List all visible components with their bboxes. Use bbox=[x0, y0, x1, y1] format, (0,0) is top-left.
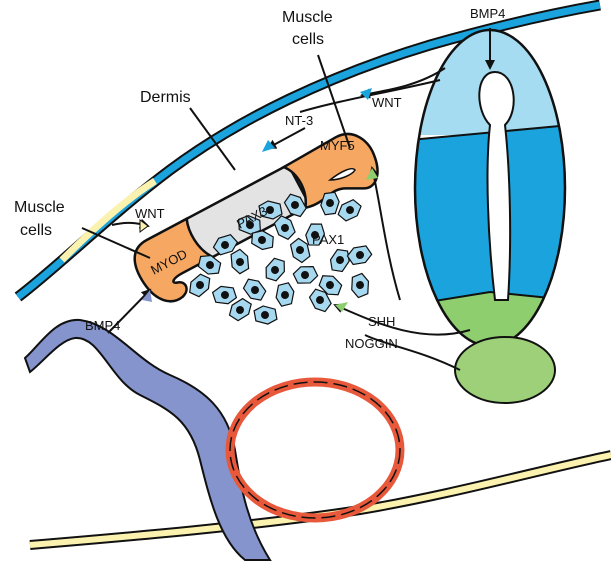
label-dermis: Dermis bbox=[140, 89, 191, 106]
label-muscle-cells-left-2: cells bbox=[20, 222, 52, 239]
label-shh: SHH bbox=[368, 314, 395, 329]
sclerotome-cell bbox=[258, 200, 283, 220]
sclerotome-cell bbox=[251, 230, 274, 251]
sclerotome-cell bbox=[242, 278, 267, 301]
surface-ectoderm bbox=[14, 0, 601, 302]
sclerotome-cell bbox=[211, 285, 238, 305]
sclerotome-cell bbox=[197, 254, 222, 275]
neural-canal bbox=[478, 70, 515, 301]
sclerotome-cell bbox=[289, 237, 311, 264]
sclerotome-cell bbox=[337, 198, 362, 222]
sclerotome-cell bbox=[346, 245, 373, 266]
label-nt3: NT-3 bbox=[285, 113, 313, 128]
label-bmp4-top: BMP4 bbox=[470, 6, 505, 21]
sclerotome-cell bbox=[228, 297, 252, 322]
label-pax1: PAX1 bbox=[312, 232, 344, 247]
bottom-ectoderm-band bbox=[29, 450, 611, 550]
lateral-mesoderm bbox=[23, 318, 272, 561]
sclerotome-cell bbox=[283, 193, 307, 218]
label-muscle-cells-top-2: cells bbox=[292, 31, 324, 48]
label-wnt-left: WNT bbox=[135, 206, 165, 221]
notochord bbox=[454, 336, 556, 404]
sclerotome-cell bbox=[230, 248, 250, 275]
label-wnt-right: WNT bbox=[372, 95, 402, 110]
sclerotome-cell bbox=[238, 215, 261, 235]
aorta-twisted-ring bbox=[225, 377, 405, 523]
label-myf5: MYF5 bbox=[320, 138, 355, 153]
sclerotome-cell bbox=[320, 191, 340, 216]
sclerotome-cell bbox=[275, 282, 295, 307]
sclerotome-cell bbox=[292, 266, 319, 284]
label-bmp4-left: BMP4 bbox=[85, 318, 120, 333]
sclerotome-cell bbox=[308, 288, 332, 313]
label-muscle-cells-top-1: Muscle bbox=[282, 9, 333, 26]
myf5-region bbox=[280, 132, 379, 210]
sclerotome-cell bbox=[318, 275, 343, 296]
sclerotome-cell bbox=[212, 234, 239, 256]
label-noggin: NOGGIN bbox=[345, 336, 398, 351]
sclerotome-cell bbox=[265, 257, 285, 282]
sclerotome-cell bbox=[253, 305, 278, 325]
sclerotome-cells bbox=[189, 191, 373, 325]
sclerotome-cell bbox=[189, 273, 211, 298]
sclerotome-cell bbox=[329, 248, 350, 273]
label-muscle-cells-left-1: Muscle bbox=[14, 199, 65, 216]
sclerotome-cell bbox=[305, 223, 326, 246]
sclerotome-cell bbox=[351, 272, 370, 299]
sclerotome-cell bbox=[273, 215, 296, 241]
